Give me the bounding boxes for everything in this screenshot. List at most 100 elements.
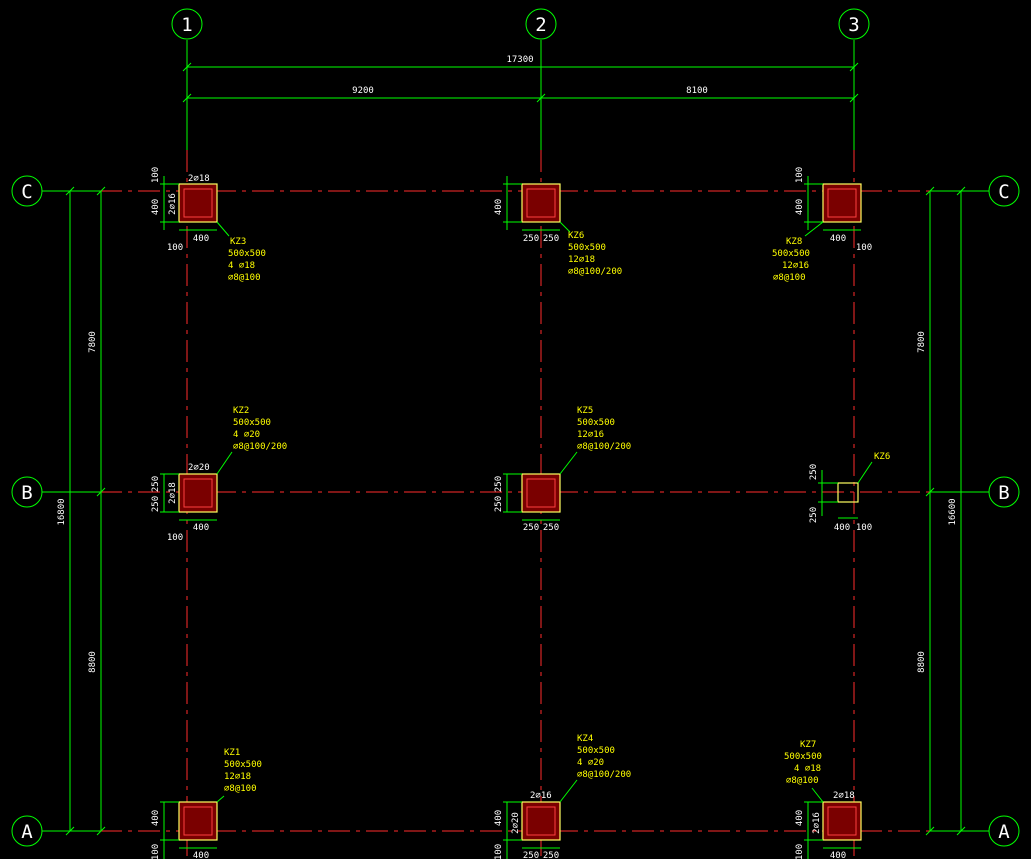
dim-tick <box>849 93 859 103</box>
col-dim: 250 <box>151 496 161 512</box>
column-section[interactable] <box>521 183 561 223</box>
grid-bubble-c-left <box>11 175 43 207</box>
col-dim: 100 <box>856 523 872 533</box>
dim-tick <box>925 186 935 196</box>
column-tag: KZ6 <box>874 452 890 462</box>
column-tag: KZ2 <box>233 406 249 416</box>
col-dim: 100 <box>795 167 805 183</box>
col-dim: 100 <box>167 533 183 543</box>
column-section[interactable] <box>521 801 561 841</box>
col-dim: 400 <box>494 810 504 826</box>
column-section[interactable] <box>822 801 862 841</box>
col-dim: 100 <box>167 243 183 253</box>
grid-label-c-right: C <box>998 181 1009 203</box>
grid-label-a-right: A <box>998 821 1010 843</box>
col-dim: 250 <box>809 464 819 480</box>
column-rebar: 12⌀16 <box>782 261 809 271</box>
col-dim: 250 <box>809 507 819 523</box>
col-dim: 400 <box>151 810 161 826</box>
tag-leader <box>559 221 571 233</box>
grid-bubbles: 1 2 3 C B A C B A <box>11 8 1020 847</box>
col-dim: 100 <box>151 844 161 859</box>
col-dim: 400 <box>151 199 161 215</box>
col-dim: 250 <box>543 523 559 533</box>
col-dim: 400 <box>193 851 209 859</box>
col-dim: 250 <box>543 851 559 859</box>
column-size: 500x500 <box>568 243 606 253</box>
column-tag: KZ8 <box>786 237 802 247</box>
dim-span-c-b-left: 7800 <box>88 331 98 353</box>
column-size: 500x500 <box>228 249 266 259</box>
column-tag: KZ7 <box>800 740 816 750</box>
column-section[interactable] <box>178 183 218 223</box>
column-c5[interactable]: 250 250 250 250 KZ5 500x500 12⌀16 ⌀8@100… <box>494 406 631 533</box>
column-stirrup: ⌀8@100 <box>228 273 261 283</box>
column-rebar: 4 ⌀18 <box>794 764 821 774</box>
grid-label-1: 1 <box>181 14 192 36</box>
side-rebar-left: 2⌀20 <box>511 812 521 834</box>
dim-overall-left: 16800 <box>57 498 67 525</box>
stirrup-outline <box>827 188 857 218</box>
column-tag: KZ3 <box>230 237 246 247</box>
col-dim: 400 <box>795 810 805 826</box>
dim-tick <box>182 93 192 103</box>
column-rebar: 12⌀18 <box>224 772 251 782</box>
column-size: 500x500 <box>772 249 810 259</box>
col-dim: 100 <box>795 844 805 859</box>
column-stirrup: ⌀8@100 <box>786 776 819 786</box>
column-section[interactable] <box>837 482 859 503</box>
column-stirrup: ⌀8@100 <box>224 784 257 794</box>
tag-leader <box>216 451 233 475</box>
column-c8[interactable]: 400 100 250 250 2⌀16 2⌀20 KZ4 500x500 4 … <box>494 734 631 859</box>
dim-span-b-a-left: 8800 <box>88 651 98 673</box>
stirrup-outline <box>526 478 556 508</box>
right-dimensions: 7800 8800 16600 <box>917 186 966 836</box>
dim-tick <box>849 62 859 72</box>
column-stirrup: ⌀8@100/200 <box>577 442 631 452</box>
dim-span-2-3: 8100 <box>686 86 708 96</box>
column-c4[interactable]: 250 250 400 100 2⌀20 2⌀18 KZ2 500x500 4 … <box>151 406 287 543</box>
col-dim: 400 <box>494 199 504 215</box>
column-section[interactable] <box>822 183 862 223</box>
dim-tick <box>536 93 546 103</box>
grid-label-a-left: A <box>21 821 33 843</box>
col-dim: 400 <box>830 234 846 244</box>
column-c3[interactable]: 100 400 400 100 KZ8 500x500 12⌀16 ⌀8@100 <box>772 167 872 283</box>
dim-tick <box>65 186 75 196</box>
column-rebar: 4 ⌀20 <box>233 430 260 440</box>
col-dim: 250 <box>523 851 539 859</box>
column-section[interactable] <box>521 473 561 513</box>
column-tag: KZ6 <box>568 231 584 241</box>
tag-leader <box>559 779 578 803</box>
grid-bubble-1 <box>171 8 203 40</box>
column-size: 500x500 <box>577 418 615 428</box>
col-dim: 400 <box>830 851 846 859</box>
side-rebar-top: 2⌀20 <box>188 463 210 473</box>
dim-tick <box>956 826 966 836</box>
column-c6[interactable]: 250 250 400 100 KZ6 <box>809 452 890 533</box>
col-dim: 400 <box>193 234 209 244</box>
column-section[interactable] <box>178 473 218 513</box>
col-dim: 400 <box>795 199 805 215</box>
grid-label-3: 3 <box>848 14 859 36</box>
column-c7[interactable]: 400 100 400 KZ1 500x500 12⌀18 ⌀8@100 <box>151 748 262 859</box>
col-dim: 250 <box>523 234 539 244</box>
column-section[interactable] <box>178 801 218 841</box>
tag-leader <box>811 787 824 803</box>
tag-leader <box>857 461 873 484</box>
tag-leader <box>216 795 225 803</box>
column-size: 500x500 <box>784 752 822 762</box>
col-dim: 100 <box>151 167 161 183</box>
dim-span-1-2: 9200 <box>352 86 374 96</box>
column-c9[interactable]: 400 100 400 2⌀18 2⌀16 KZ7 500x500 4 ⌀18 … <box>784 740 862 859</box>
column-c1[interactable]: 100 400 400 100 2⌀18 2⌀16 KZ3 500x500 4 … <box>151 167 266 283</box>
grid-bubble-a-right <box>988 815 1020 847</box>
column-size: 500x500 <box>233 418 271 428</box>
grid-label-c-left: C <box>21 181 32 203</box>
side-rebar-top: 2⌀18 <box>833 791 855 801</box>
grid-label-2: 2 <box>535 14 546 36</box>
column-c2[interactable]: 400 250 250 KZ6 500x500 12⌀18 ⌀8@100/200 <box>494 176 622 277</box>
stirrup-outline <box>183 478 213 508</box>
tag-leader <box>559 451 578 475</box>
column-rebar: 12⌀16 <box>577 430 604 440</box>
